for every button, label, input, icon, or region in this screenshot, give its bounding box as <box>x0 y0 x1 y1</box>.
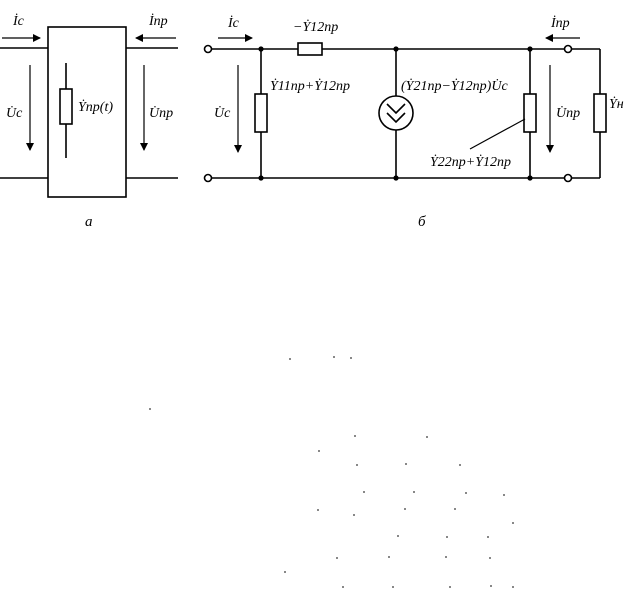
speck <box>318 450 320 452</box>
speck <box>284 571 286 573</box>
speck <box>336 557 338 559</box>
speck <box>333 356 335 358</box>
load-resistor <box>593 93 607 133</box>
label-b-source: (Ẏ21пр−Ẏ12пр)U̇с <box>401 78 508 94</box>
figure-b: İс −Ẏ12пр İпр U̇с Ẏ11пр+Ẏ12пр (Ẏ21пр−Ẏ12… <box>203 15 624 230</box>
junction-dot <box>527 175 533 181</box>
admittance-resistor <box>59 88 73 125</box>
shunt-out-pointer <box>469 118 526 150</box>
speck <box>350 357 352 359</box>
speck <box>490 585 492 587</box>
speck <box>342 586 344 588</box>
terminal-out-top <box>563 44 573 54</box>
label-b-load: Ẏн <box>609 96 624 112</box>
speck <box>446 536 448 538</box>
label-b-current-in: İс <box>227 15 240 31</box>
label-b-shunt-out: Ẏ22пр+Ẏ12пр <box>430 154 511 170</box>
label-b-voltage-out: U̇пр <box>556 105 580 121</box>
speck <box>413 491 415 493</box>
junction-dot <box>527 46 533 52</box>
two-port-box <box>47 26 127 198</box>
label-a-voltage-out: U̇пр <box>149 105 173 121</box>
speck <box>356 464 358 466</box>
junction-dot <box>258 175 264 181</box>
label-b-voltage-in: U̇с <box>214 105 231 121</box>
speck <box>449 586 451 588</box>
speck <box>353 514 355 516</box>
series-admittance <box>297 42 323 56</box>
label-a-voltage-in: U̇с <box>6 105 23 121</box>
speck <box>454 508 456 510</box>
label-a-current-out: İпр <box>148 13 168 29</box>
speck <box>405 463 407 465</box>
speck <box>289 358 291 360</box>
junction-dot <box>393 46 399 52</box>
speck <box>404 508 406 510</box>
junction-dot <box>258 46 264 52</box>
caption-b: б <box>418 214 426 230</box>
terminal-out-bottom <box>563 173 573 183</box>
speck <box>363 491 365 493</box>
caption-a: а <box>85 214 93 230</box>
speck <box>445 556 447 558</box>
speck <box>354 435 356 437</box>
speck <box>503 494 505 496</box>
speck <box>388 556 390 558</box>
figure-a: İс İпр U̇с U̇пр Ẏпр(t) а <box>0 13 178 230</box>
speck <box>489 557 491 559</box>
label-b-current-out: İпр <box>550 15 570 31</box>
speck <box>426 436 428 438</box>
label-a-element: Ẏпр(t) <box>78 99 113 115</box>
shunt-out-resistor <box>523 93 537 133</box>
terminal-in-bottom <box>203 173 213 183</box>
label-a-current-in: İс <box>12 13 25 29</box>
speck <box>149 408 151 410</box>
speck <box>317 509 319 511</box>
speck <box>392 586 394 588</box>
speck <box>397 535 399 537</box>
label-b-shunt-in: Ẏ11пр+Ẏ12пр <box>270 78 350 94</box>
shunt-in-resistor <box>254 93 268 133</box>
speck <box>459 464 461 466</box>
speck <box>465 492 467 494</box>
current-source-chevron-2 <box>386 112 406 124</box>
junction-dot <box>393 175 399 181</box>
terminal-in-top <box>203 44 213 54</box>
scan-specks <box>149 356 514 588</box>
label-b-series: −Ẏ12пр <box>293 19 338 35</box>
current-source-chevron-1 <box>386 103 406 115</box>
speck <box>512 522 514 524</box>
speck <box>512 586 514 588</box>
speck <box>487 536 489 538</box>
